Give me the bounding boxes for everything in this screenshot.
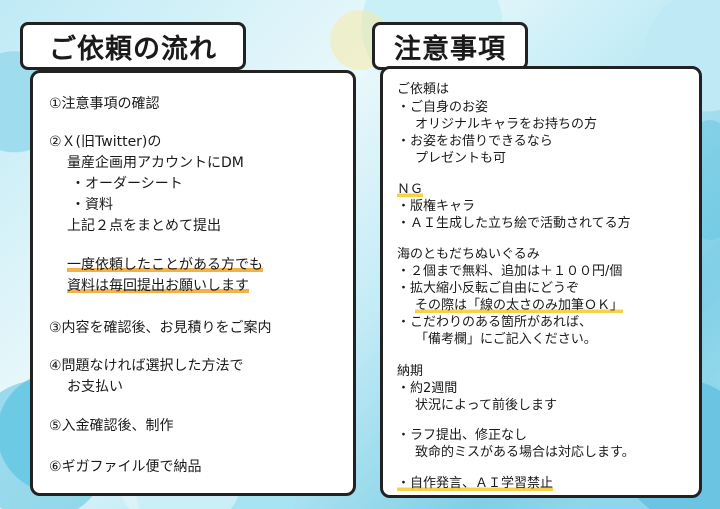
notes-item-detail: 状況によって前後します	[415, 398, 557, 413]
flow-step-2-note: 上記２点をまとめて提出	[67, 218, 221, 234]
flow-highlight-note: 一度依頼したことがある方でも	[67, 256, 263, 274]
notes-item: ・こだわりのある箇所があれば、	[397, 315, 593, 330]
notes-item: ・お姿をお借りできるなら	[397, 134, 553, 149]
notes-item: ・ご自身のお姿	[397, 100, 489, 115]
left-title: ご依頼の流れ	[20, 22, 246, 70]
notes-item: ・ＡＩ生成した立ち絵で活動されてる方	[397, 216, 631, 231]
notes-item-detail: 致命的ミスがある場合は対応します。	[415, 445, 635, 460]
notes-heading: 納期	[397, 364, 424, 379]
notes-item-detail: オリジナルキャラをお持ちの方	[415, 117, 598, 132]
notes-ng-heading: ＮＧ	[397, 181, 424, 199]
flow-step-2-item: ・資料	[71, 197, 113, 213]
flow-panel: ①注意事項の確認 ②Ｘ(旧Twitter)の 量産企画用アカウントにDM ・オー…	[30, 70, 356, 496]
flow-step-1: ①注意事項の確認	[49, 96, 160, 112]
notes-item: ・２個まで無料、追加は＋１００円/個	[397, 264, 623, 279]
right-title: 注意事項	[372, 22, 528, 70]
notes-heading: 海のともだちぬいぐるみ	[397, 247, 540, 262]
flow-step-2-item: ・オーダーシート	[71, 176, 183, 192]
flow-step-6: ⑥ギガファイル便で納品	[49, 459, 202, 475]
notes-item: ・ラフ提出、修正なし	[397, 428, 528, 443]
flow-step-5: ⑤入金確認後、制作	[49, 418, 174, 434]
notes-panel: ご依頼は ・ご自身のお姿 オリジナルキャラをお持ちの方 ・お姿をお借りできるなら…	[380, 66, 702, 498]
notes-item: ・自作発言、ＡＩ学習禁止	[397, 475, 554, 493]
left-title-text: ご依頼の流れ	[49, 33, 217, 65]
flow-step-3: ③内容を確認後、お見積りをご案内	[49, 320, 272, 336]
flow-highlight-note: 資料は毎回提出お願いします	[67, 277, 249, 295]
flow-step-4: ④問題なければ選択した方法で	[49, 358, 244, 374]
notes-item-detail: その際は「線の太さのみ加筆ＯＫ」	[415, 297, 624, 315]
flow-step-2-detail: 量産企画用アカウントにDM	[67, 155, 244, 171]
notes-item: ・約2週間	[397, 381, 458, 396]
right-title-text: 注意事項	[394, 33, 506, 65]
flow-step-2: ②Ｘ(旧Twitter)の	[49, 134, 162, 150]
flow-step-4-detail: お支払い	[67, 379, 123, 395]
notes-heading: ご依頼は	[397, 82, 450, 97]
notes-item-detail: プレゼントも可	[415, 151, 507, 166]
notes-item-detail: 「備考欄」にご記入ください。	[415, 332, 597, 347]
notes-item: ・版権キャラ	[397, 199, 476, 214]
notes-item: ・拡大縮小反転ご自由にどうぞ	[397, 281, 580, 296]
